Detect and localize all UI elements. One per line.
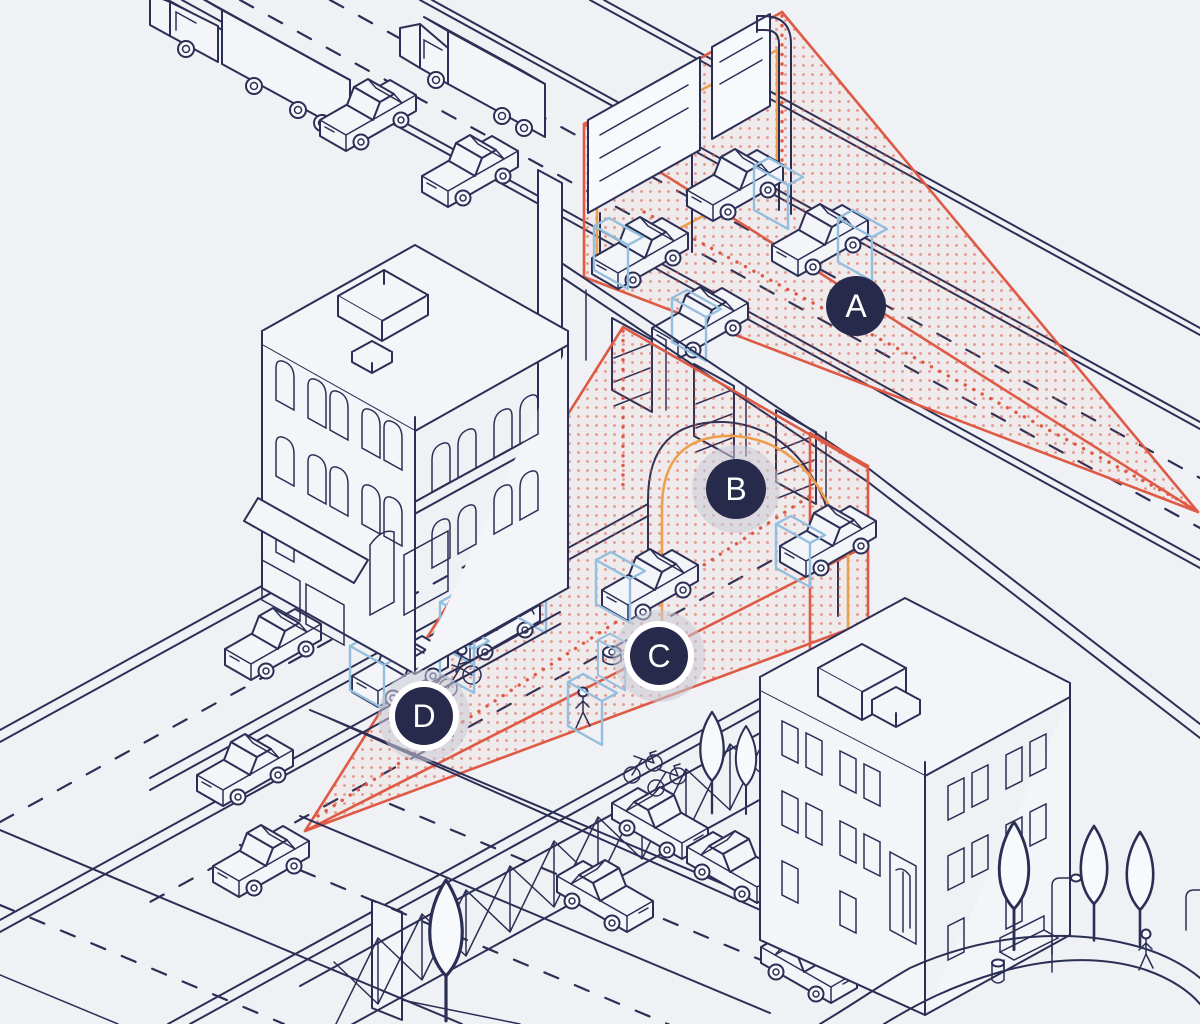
box-truck [399,16,546,138]
detection-portal-b [660,434,850,630]
zone-badge-d-label: D [412,698,435,734]
right-building [759,597,1071,1016]
storefront [243,497,449,647]
roof-structures [817,643,921,728]
zone-badge-a[interactable]: A [826,276,886,336]
roof-structures [337,269,429,374]
trash-can [991,958,1005,984]
zone-badge-b-label: B [725,471,746,507]
sidewalk-and-furniture [428,710,1200,1024]
zone-badge-c[interactable]: C [613,610,705,702]
semi-truck [149,0,351,135]
zone-badge-c-label: C [647,638,670,674]
zone-badge-a-label: A [845,288,867,324]
street-lamp [1051,873,1082,973]
zone-badge-b[interactable]: B [692,445,780,533]
building-door [889,850,917,946]
street-lamp-partial [1185,889,1200,931]
zone-badge-d[interactable]: D [378,670,470,762]
left-building [243,169,569,675]
